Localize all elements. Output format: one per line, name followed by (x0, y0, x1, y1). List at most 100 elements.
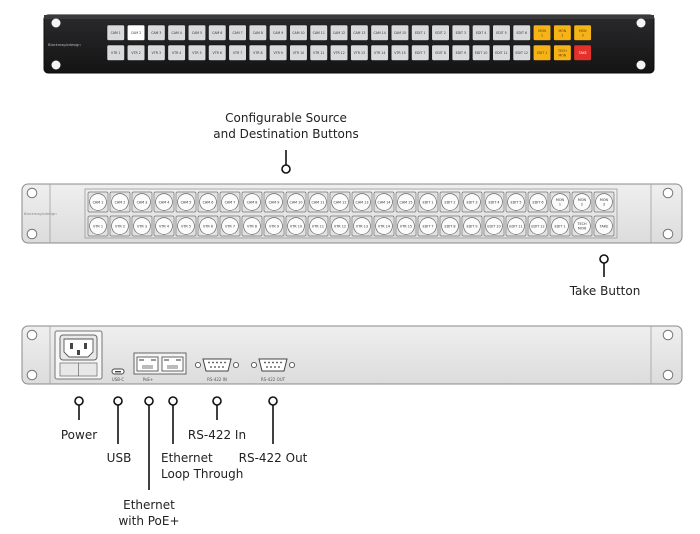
front-button-face[interactable] (248, 24, 267, 41)
line-button-cam-11[interactable]: CAM 11 (307, 191, 329, 213)
front-button-face[interactable] (330, 24, 349, 41)
line-button-vtr-9[interactable]: VTR 9 (263, 215, 285, 237)
line-button-vtr-11[interactable]: VTR 11 (307, 215, 329, 237)
line-button-cap[interactable] (265, 217, 283, 235)
front-button-vtr-5[interactable]: VTR 5 (187, 44, 206, 61)
line-button-cap[interactable] (441, 217, 459, 235)
line-button-edit-5[interactable]: EDIT 5 (505, 191, 527, 213)
front-button-face[interactable] (512, 24, 531, 41)
line-button-cap[interactable] (419, 193, 437, 211)
line-button-cap[interactable] (375, 193, 393, 211)
front-button-vtr-7[interactable]: VTR 7 (228, 44, 247, 61)
front-button-edit-1[interactable]: EDIT 1 (411, 24, 430, 41)
front-button-cam-15[interactable]: CAM 15 (390, 24, 409, 41)
line-button-cap[interactable] (331, 217, 349, 235)
front-button-cam-3[interactable]: CAM 3 (147, 24, 166, 41)
line-button-edit-1[interactable]: EDIT 1 (549, 215, 571, 237)
front-button-face[interactable] (208, 44, 227, 61)
line-button-cap[interactable] (265, 193, 283, 211)
line-button-cap[interactable] (353, 217, 371, 235)
front-button-vtr-2[interactable]: VTR 2 (127, 44, 146, 61)
front-button-face[interactable] (208, 24, 227, 41)
line-button-cap[interactable] (595, 217, 613, 235)
line-button-cam-12[interactable]: CAM 12 (329, 191, 351, 213)
front-button-face[interactable] (330, 44, 349, 61)
front-button-face[interactable] (228, 44, 247, 61)
line-button-cap[interactable] (133, 193, 151, 211)
front-button-face[interactable] (248, 44, 267, 61)
line-button-vtr-4[interactable]: VTR 4 (153, 215, 175, 237)
line-button-edit-9[interactable]: EDIT 9 (461, 215, 483, 237)
line-button-cap[interactable] (111, 193, 129, 211)
front-button-edit-12[interactable]: EDIT 12 (512, 44, 531, 61)
front-button-face[interactable] (106, 24, 125, 41)
front-button-face[interactable] (269, 44, 288, 61)
line-button-cap[interactable] (199, 193, 217, 211)
front-button-edit-3[interactable]: EDIT 3 (451, 24, 470, 41)
line-button-cap[interactable] (375, 217, 393, 235)
front-button-face[interactable] (269, 24, 288, 41)
line-button-cap[interactable] (419, 217, 437, 235)
front-button-face[interactable] (573, 24, 592, 41)
front-button-vtr-15[interactable]: VTR 15 (390, 44, 409, 61)
line-button-vtr-10[interactable]: VTR 10 (285, 215, 307, 237)
front-button-face[interactable] (167, 44, 186, 61)
line-button-cap[interactable] (507, 217, 525, 235)
line-button-edit-6[interactable]: EDIT 6 (527, 191, 549, 213)
line-button-edit-11[interactable]: EDIT 11 (505, 215, 527, 237)
front-button-vtr-8[interactable]: VTR 8 (248, 44, 267, 61)
line-button-edit-12[interactable]: EDIT 12 (527, 215, 549, 237)
front-button-take[interactable]: TAKE (573, 44, 592, 61)
front-button-face[interactable] (411, 24, 430, 41)
front-button-face[interactable] (228, 24, 247, 41)
front-button-face[interactable] (472, 24, 491, 41)
front-button-edit-10[interactable]: EDIT 10 (472, 44, 491, 61)
front-button-cam-12[interactable]: CAM 12 (330, 24, 349, 41)
front-button-face[interactable] (127, 44, 146, 61)
front-button-face[interactable] (553, 44, 572, 61)
line-button-cam-8[interactable]: CAM 8 (241, 191, 263, 213)
front-button-face[interactable] (492, 24, 511, 41)
line-button-cam-3[interactable]: CAM 3 (131, 191, 153, 213)
front-button-face[interactable] (309, 44, 328, 61)
front-button-vtr-3[interactable]: VTR 3 (147, 44, 166, 61)
front-button-cam-5[interactable]: CAM 5 (187, 24, 206, 41)
front-button-face[interactable] (431, 24, 450, 41)
line-button-cam-15[interactable]: CAM 15 (395, 191, 417, 213)
line-button-cap[interactable] (397, 217, 415, 235)
line-button-cam-5[interactable]: CAM 5 (175, 191, 197, 213)
front-button-vtr-14[interactable]: VTR 14 (370, 44, 389, 61)
line-button-vtr-13[interactable]: VTR 13 (351, 215, 373, 237)
front-button-face[interactable] (533, 44, 552, 61)
front-button-face[interactable] (492, 44, 511, 61)
front-button-edit-1[interactable]: EDIT 1 (533, 44, 552, 61)
line-button-vtr-12[interactable]: VTR 12 (329, 215, 351, 237)
front-button-face[interactable] (187, 44, 206, 61)
front-button-face[interactable] (350, 24, 369, 41)
front-button-edit-5[interactable]: EDIT 5 (492, 24, 511, 41)
front-button-vtr-1[interactable]: VTR 1 (106, 44, 125, 61)
front-button-face[interactable] (370, 44, 389, 61)
front-button-edit-4[interactable]: EDIT 4 (472, 24, 491, 41)
line-button-cam-4[interactable]: CAM 4 (153, 191, 175, 213)
front-button-face[interactable] (512, 44, 531, 61)
front-button-cam-11[interactable]: CAM 11 (309, 24, 328, 41)
front-button-cam-13[interactable]: CAM 13 (350, 24, 369, 41)
front-button-cam-10[interactable]: CAM 10 (289, 24, 308, 41)
front-button-face[interactable] (147, 44, 166, 61)
front-button-face[interactable] (309, 24, 328, 41)
front-button-face[interactable] (451, 44, 470, 61)
front-button-cam-14[interactable]: CAM 14 (370, 24, 389, 41)
front-button-face[interactable] (167, 24, 186, 41)
line-button-cap[interactable] (595, 193, 613, 211)
line-button-edit-1[interactable]: EDIT 1 (417, 191, 439, 213)
line-button-cap[interactable] (89, 193, 107, 211)
front-button-vtr-4[interactable]: VTR 4 (167, 44, 186, 61)
front-button-vtr-13[interactable]: VTR 13 (350, 44, 369, 61)
front-button-vtr-12[interactable]: VTR 12 (330, 44, 349, 61)
front-button-vtr-10[interactable]: VTR 10 (289, 44, 308, 61)
